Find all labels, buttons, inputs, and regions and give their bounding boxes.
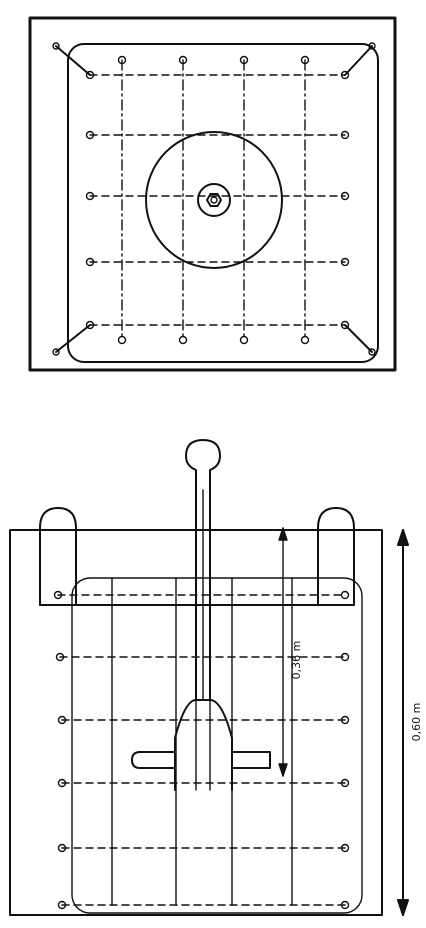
- plan-inner-basin: [67, 43, 379, 363]
- plan-row-nodes: [85, 70, 350, 330]
- plan-vertical-lines: [121, 59, 306, 341]
- section-right-lug: [317, 507, 355, 606]
- plan-horizontal-lines: [89, 74, 346, 326]
- plan-column-nodes: [117, 55, 310, 345]
- section-horizontal-lines: [57, 594, 346, 906]
- section-diffuser: [174, 699, 233, 791]
- plan-central-ring: [197, 183, 231, 217]
- section-short-dimension: [278, 527, 288, 777]
- section-view: 0,36 m 0,60 m: [9, 439, 423, 916]
- plan-hex-bore: [210, 196, 218, 204]
- section-right-arm: [231, 751, 271, 769]
- section-row-nodes: [53, 590, 350, 910]
- plan-corner-anchors: [52, 42, 376, 356]
- plan-outer-frame: [28, 16, 397, 372]
- section-left-arm: [131, 751, 176, 769]
- plan-view: [28, 16, 397, 372]
- dimension-short-label: 0,36 m: [290, 641, 303, 680]
- section-total-dimension: [397, 529, 409, 916]
- section-vertical-rods: [111, 577, 293, 906]
- section-inner-basin: [71, 577, 363, 914]
- plan-hex-nut: [206, 193, 222, 207]
- section-central-shaft: [185, 439, 221, 701]
- plan-central-disc: [145, 131, 283, 269]
- dimension-total-label: 0,60 m: [410, 703, 423, 742]
- section-left-lug: [39, 507, 77, 606]
